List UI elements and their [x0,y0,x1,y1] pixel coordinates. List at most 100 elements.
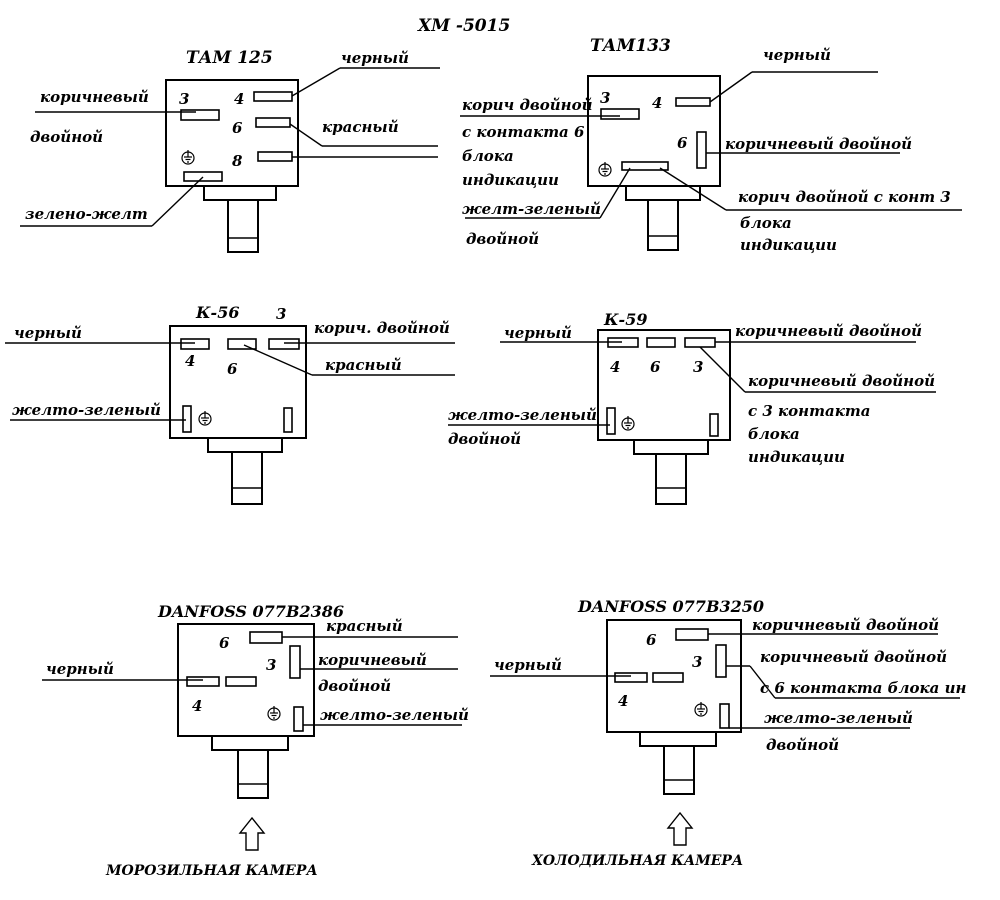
pin-label-4: 4 [652,94,662,112]
wire-label: черный [341,49,409,67]
wire-label: блока [740,214,792,232]
thermostat-flange [625,185,701,201]
wire-label: с 3 контакта [748,402,870,420]
arrow-up-icon [666,811,694,846]
thermostat-flange [639,731,717,747]
wire-label: с 6 контакта блока ин [760,679,966,697]
pin-3 [180,109,220,121]
wire-line [709,71,753,103]
pin-6 [675,628,709,641]
pin-spare [652,672,684,683]
pin-3 [715,644,727,678]
wire-line [659,167,727,211]
ground-icon [598,162,612,177]
pin-label-6: 6 [227,360,238,378]
thermostat-flange [633,439,709,455]
pin-6 [249,631,283,644]
pin-label-6: 6 [219,634,230,652]
wire-label: коричневый двойной [725,135,912,153]
wire-label: индикации [462,171,559,189]
pin-6 [227,338,257,350]
arrow-up-icon [238,816,266,851]
wire-label: красный [326,617,403,635]
thermostat-flange [211,735,289,751]
thermostat-shaft [647,199,679,251]
wire-line [151,176,204,227]
pin-spare [283,407,293,433]
wire-label: индикации [740,236,837,254]
thermostat-shaft [231,451,263,505]
pin-label-3: 3 [692,653,702,671]
pin-8 [257,151,293,162]
wire-label: двойной [318,677,391,695]
pin-6 [696,131,707,169]
wire-label: корич двойной [462,96,593,114]
wire-label: коричневый двойной [748,372,935,390]
wire-line [699,346,746,393]
wire-label: двойной [448,430,521,448]
model-title: К-59 [603,310,647,329]
wire-line [291,67,341,97]
pin-label-3: 3 [266,656,276,674]
model-title: К-56 [195,303,239,322]
pin-6 [255,117,291,128]
pin-ground [182,405,192,433]
thermostat-shaft [655,453,687,505]
model-title: DANFOSS 077В2386 [157,602,344,621]
model-title: DANFOSS 077В3250 [577,597,764,616]
thermostat-flange [207,437,283,453]
wire-label: блока [748,425,800,443]
pin-label-4: 4 [234,90,244,108]
thermostat-body [597,329,731,441]
pin-ground [183,171,223,182]
thermostat-k59: К-59 4 6 3 черный коричневый двойной кор… [448,310,936,505]
pin-4 [675,97,711,107]
pin-label-3: 3 [179,90,189,108]
pin-ground [293,706,304,732]
wire-label: корич. двойной [314,319,450,337]
ground-icon [621,416,635,431]
wire-label: двойной [766,736,839,754]
pin-label-4: 4 [185,352,195,370]
pin-label-3: 3 [600,89,610,107]
thermostat-tam125: ТАМ 125 3 4 6 8 коричневый [20,48,440,253]
wire-label: черный [14,324,82,342]
wire-label: двойной [30,128,103,146]
wire-line [243,344,313,376]
camera-caption: МОРОЗИЛЬНАЯ КАМЕРА [105,863,318,879]
wire-line [599,167,631,219]
pin-4 [253,91,293,102]
ground-icon [181,150,195,165]
wire-label: коричневый двойной [735,322,922,340]
pin-ground [719,703,730,729]
pin-3 [289,645,301,679]
wire-label: с контакта 6 [462,123,585,141]
wire-label: коричневый [40,88,149,106]
ground-icon [694,702,708,717]
wire-label: черный [494,656,562,674]
wire-label: коричневый двойной [752,616,939,634]
wire-label: красный [322,118,399,136]
wire-label: желто-зеленый [12,401,161,419]
pin-label-6: 6 [646,631,657,649]
pin-4 [180,338,210,350]
camera-caption: ХОЛОДИЛЬНАЯ КАМЕРА [531,853,743,869]
model-title: ТАМ133 [590,36,671,56]
pin-label-8: 8 [232,152,243,170]
wire-label: желто-зеленый [764,709,913,727]
pin-3 [684,337,716,348]
thermostat-k56: К-56 3 4 6 черный корич. двойной красный… [5,303,455,505]
wire-label: желт-зеленый [462,200,601,218]
wire-label: красный [325,356,402,374]
pin-spare [225,676,257,687]
wire-label: черный [504,324,572,342]
pin-4 [614,672,648,683]
wire-label: индикации [748,448,845,466]
wire-line [749,665,776,699]
pin-3 [600,108,640,120]
thermostat-flange [203,185,277,201]
page-title: ХМ -5015 [417,16,510,36]
wire-label: коричневый [318,651,427,669]
